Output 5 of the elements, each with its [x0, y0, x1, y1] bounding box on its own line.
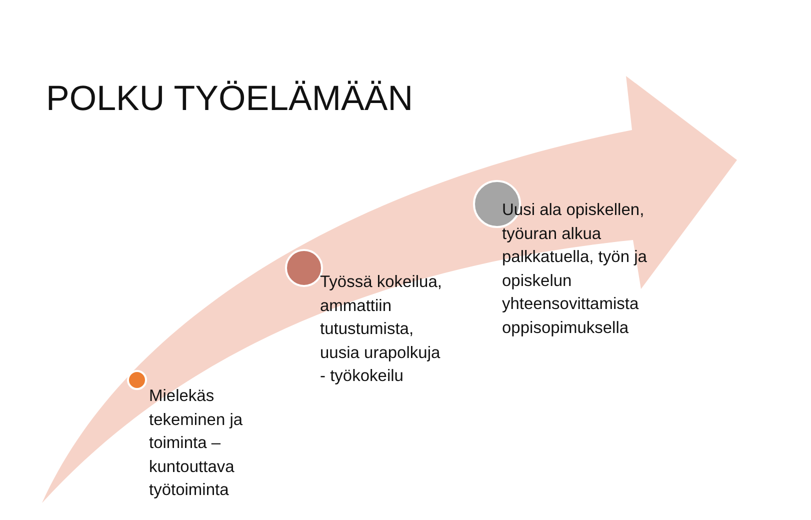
step-description: Mielekäs tekeminen ja toiminta – kuntouttava työtoiminta: [149, 386, 244, 501]
step-description: Työssä kokeilua, ammattiin tutustumista, uusia urapolkuja - työkokeilu: [320, 272, 443, 387]
diagram-title: POLKU TYÖELÄMÄÄN: [46, 80, 413, 118]
step-circle: [126, 369, 148, 391]
step-description: Uusi ala opiskellen, työuran alkua palkkatuella, työn ja opiskelun yhteensovittamista oppisopimuksella: [502, 200, 648, 338]
